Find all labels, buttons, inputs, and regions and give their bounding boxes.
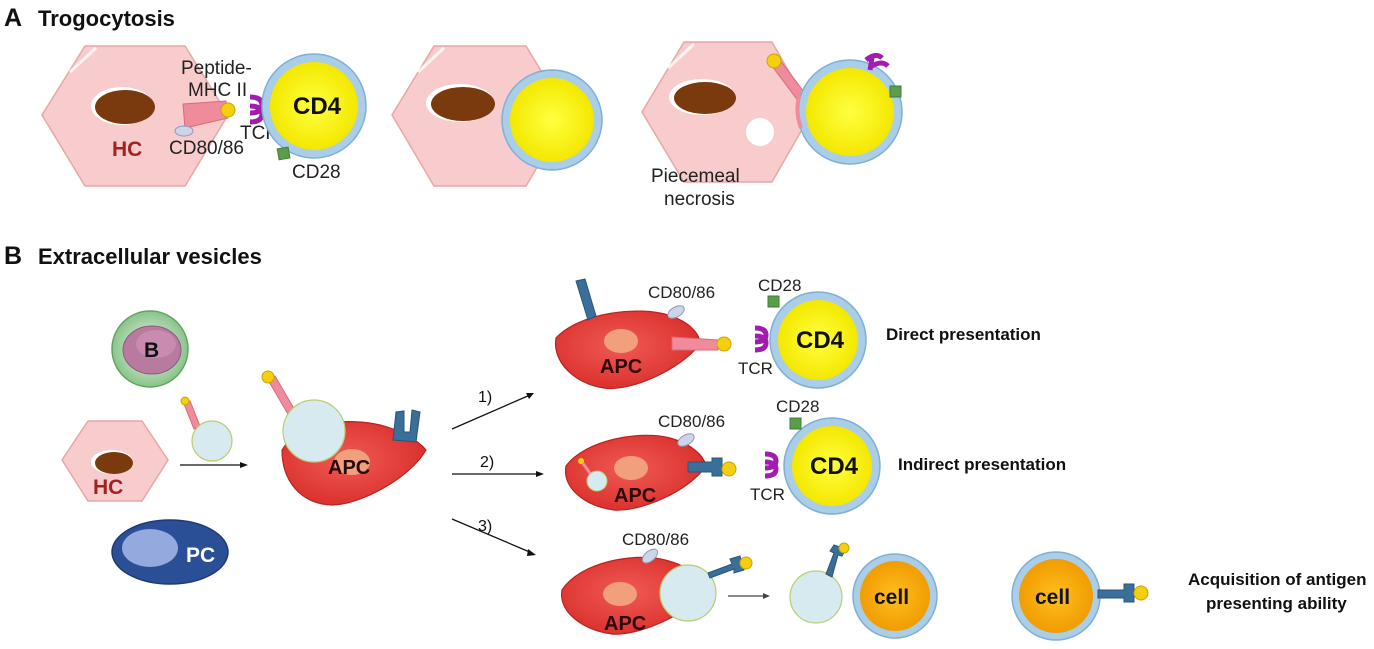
apc-label-central: APC <box>328 457 370 479</box>
panel-a-letter: A <box>4 4 22 32</box>
vesicle-peptide-1 <box>739 556 753 570</box>
apc-indirect-mhc-i <box>687 457 723 477</box>
acquisition-vesicle-2 <box>789 570 843 624</box>
acquisition-label-line2: presenting ability <box>1206 594 1347 613</box>
cd4-t-cell-indirect: CD4 <box>783 417 881 515</box>
apc-label-direct: APC <box>600 356 642 378</box>
apc-direct: APC <box>554 310 701 390</box>
cd4-label-direct: CD4 <box>796 327 845 354</box>
tcr-receptor-direct <box>754 325 769 353</box>
tcr-receptor-a3 <box>864 52 890 71</box>
peptide-mhc-label-line1: Peptide- <box>181 58 252 79</box>
necrosis-label-line1: Piecemeal <box>651 166 740 187</box>
cd28-molecule-direct <box>767 295 780 308</box>
cd28-molecule-indirect <box>789 417 802 430</box>
apc-indirect-cd80 <box>677 433 695 447</box>
cd80-86-label-a: CD80/86 <box>169 138 244 159</box>
cd80-86-label-direct: CD80/86 <box>648 283 715 302</box>
cd4-t-cell-direct: CD4 <box>769 291 867 389</box>
apc-label-acquisition: APC <box>604 613 646 635</box>
cd80-86-label-acquisition: CD80/86 <box>622 530 689 549</box>
acquired-mhc-i <box>1097 583 1135 603</box>
peptide-antigen <box>220 102 236 118</box>
vesicle-mhc-i-1 <box>707 555 745 579</box>
hc-nucleus <box>95 90 155 124</box>
internalized-vesicle <box>586 470 608 492</box>
hc-label-b: HC <box>93 476 123 499</box>
acquired-peptide-result <box>1133 585 1149 601</box>
panel-b-title: Extracellular vesicles <box>38 244 262 269</box>
t-cell-a3 <box>795 59 903 165</box>
panel-b-letter: B <box>4 242 22 270</box>
hepatocyte-b: HC <box>61 420 169 502</box>
cd80-86-label-indirect: CD80/86 <box>658 412 725 431</box>
cd4-label-a1: CD4 <box>293 93 342 120</box>
vesicle-peptide <box>180 396 190 406</box>
acquisition-label-line1: Acquisition of antigen <box>1188 570 1367 589</box>
direct-presentation-label: Direct presentation <box>886 325 1041 344</box>
step3-label: 3) <box>478 518 492 535</box>
tcr-receptor-a <box>249 94 265 125</box>
tcr-label-direct: TCR <box>738 359 773 378</box>
apc-indirect-peptide <box>721 461 737 477</box>
apc-acquisition-cd80 <box>641 548 659 564</box>
apc-direct-cd80 <box>667 305 685 319</box>
cd28-label-direct: CD28 <box>758 276 801 295</box>
recipient-cell: cell <box>852 553 938 639</box>
indirect-presentation-label: Indirect presentation <box>898 455 1066 474</box>
t-cell-a2 <box>501 69 603 171</box>
apc-indirect: APC <box>565 434 707 511</box>
hepatocyte-3 <box>641 41 813 183</box>
necrosis-label-line2: necrosis <box>664 189 735 210</box>
cd28-molecule-a3 <box>889 85 902 98</box>
hc-label-a1: HC <box>112 138 142 161</box>
cell-label-recipient: cell <box>874 586 909 609</box>
mhc-ii-molecule <box>182 100 229 129</box>
hepatocyte-1: HC <box>41 45 229 187</box>
b-cell: B <box>111 310 189 388</box>
arrow-step1 <box>451 394 531 430</box>
apc-direct-mhc-ii <box>671 336 719 351</box>
step1-label: 1) <box>478 389 492 406</box>
extracellular-vesicle <box>191 420 233 462</box>
cd28-molecule-a <box>276 146 291 161</box>
cd28-label-indirect: CD28 <box>776 397 819 416</box>
cd4-label-indirect: CD4 <box>810 453 859 480</box>
tcr-label-indirect: TCR <box>750 485 785 504</box>
apc-label-indirect: APC <box>614 485 656 507</box>
arrow-step3 <box>451 518 533 554</box>
b-cell-label: B <box>144 339 159 362</box>
apc-direct-mhc-i <box>575 278 597 321</box>
cell-label-result: cell <box>1035 586 1070 609</box>
central-mhc-i <box>392 409 421 443</box>
pc-label: PC <box>186 544 215 567</box>
cd80-86-molecule <box>174 125 194 137</box>
tcr-receptor-indirect <box>764 451 779 479</box>
panel-a-title: Trogocytosis <box>38 6 175 31</box>
cd4-t-cell-a1: CD4 <box>261 53 367 159</box>
apc-direct-peptide <box>716 336 732 352</box>
step2-label: 2) <box>480 454 494 471</box>
acquired-peptide <box>766 53 782 69</box>
central-vesicle <box>282 399 346 463</box>
vesicle-peptide-2 <box>838 542 850 554</box>
cd28-label-a: CD28 <box>292 162 341 183</box>
central-vesicle-peptide <box>261 370 275 384</box>
antigen-presenting-cell-result: cell <box>1011 551 1101 641</box>
acquisition-vesicle-1 <box>659 564 717 622</box>
plasma-cell: PC <box>111 519 229 585</box>
peptide-mhc-label-line2: MHC II <box>188 80 247 101</box>
